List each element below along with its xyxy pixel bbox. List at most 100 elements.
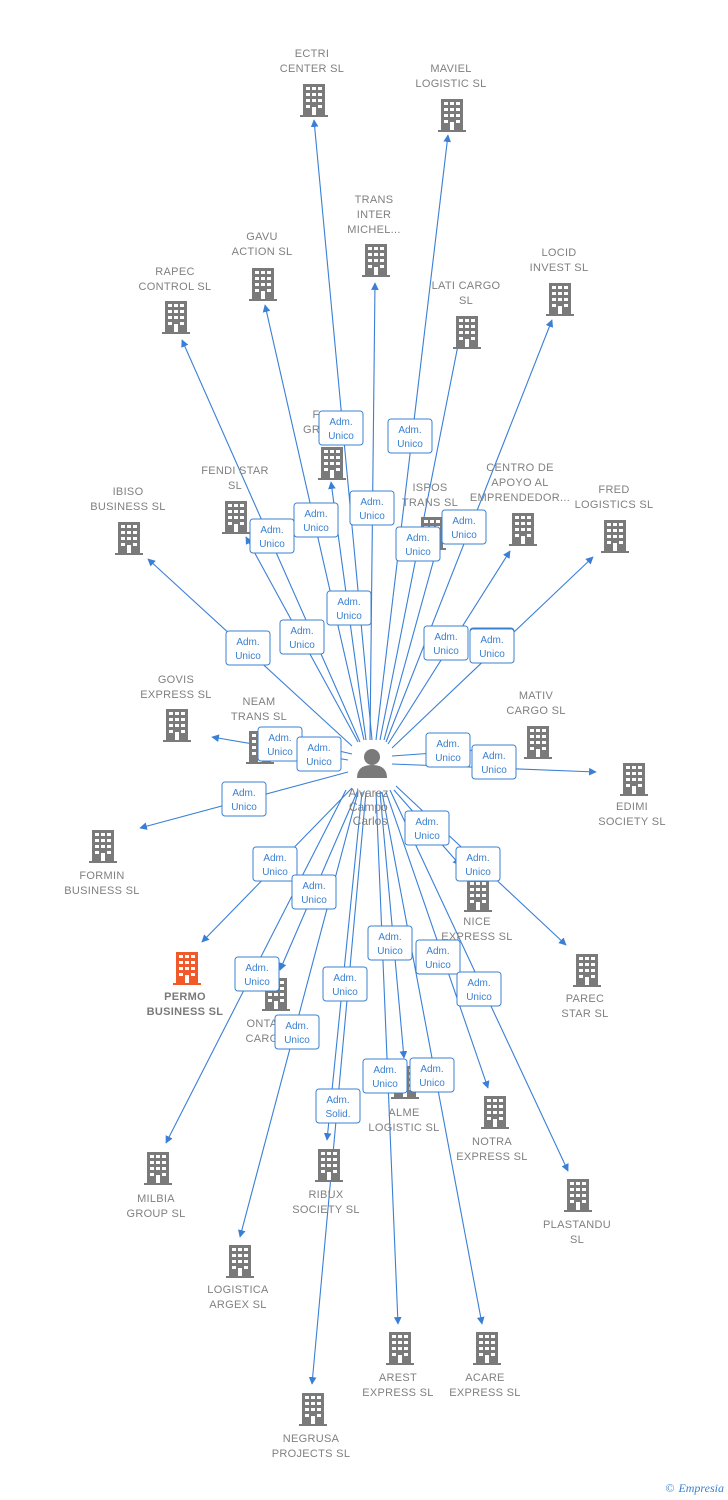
edge-label-arest[interactable]: Adm.Unico — [362, 1058, 408, 1094]
edge-label-formin[interactable]: Adm.Unico — [221, 781, 267, 817]
edge-label-box — [291, 874, 337, 910]
edge-label-neam[interactable]: Adm.Unico — [257, 726, 303, 762]
edge-label-parec[interactable]: Adm.Unico — [455, 846, 501, 882]
edge-label-centro[interactable]: Adm.Unico — [423, 625, 469, 661]
center-person-node[interactable]: Alvarez Campo Carlos — [348, 749, 391, 828]
building-icon — [115, 522, 143, 555]
edge-label-ispos[interactable]: Adm.Unico — [441, 509, 487, 545]
edge-label-ibiso[interactable]: Adm.Unico — [225, 630, 271, 666]
building-icon — [473, 1332, 501, 1365]
edge-label-text: Adm.Unico — [451, 516, 477, 541]
edge-label-onta[interactable]: Adm.Unico — [291, 874, 337, 910]
edge-label-box — [221, 781, 267, 817]
edge-label-govis[interactable]: Adm.Unico — [296, 736, 342, 772]
edge-label-fred[interactable]: Adm.Unico — [469, 628, 515, 664]
edge-label-trans[interactable]: Adm.Unico — [349, 490, 395, 526]
edge-label-fgro[interactable]: Adm.Unico — [326, 590, 372, 626]
edge-label-permo[interactable]: Adm.Unico — [252, 846, 298, 882]
edge-label-text: Adm.Unico — [244, 963, 270, 988]
edge-label-nice[interactable]: Adm.Unico — [404, 810, 450, 846]
edge-label-notra[interactable]: Adm.Unico — [415, 939, 461, 975]
edge-label-text: Adm.Unico — [284, 1021, 310, 1046]
edge-label-logistica[interactable]: Adm.Unico — [274, 1014, 320, 1050]
edge-label-maviel[interactable]: Adm.Unico — [387, 418, 433, 454]
edge-label-text: Adm.Unico — [303, 509, 329, 534]
edge-label-box — [455, 846, 501, 882]
building-icon — [386, 1332, 414, 1365]
edge-label-acare[interactable]: Adm.Unico — [409, 1057, 455, 1093]
edge-label-box — [423, 625, 469, 661]
edge-label-milbia[interactable]: Adm.Unico — [234, 956, 280, 992]
edge-label-text: Adm.Unico — [359, 497, 385, 522]
edge-labels-layer: Adm.UnicoAdm.UnicoAdm.UnicoAdm.UnicoAdm.… — [221, 410, 517, 1124]
edge-label-plastandu[interactable]: Adm.Unico — [456, 971, 502, 1007]
edge-label-edimi[interactable]: Adm.Unico — [471, 744, 517, 780]
edge-label-lati[interactable]: Adm.Unico — [395, 526, 441, 562]
building-icon — [89, 830, 117, 863]
edge-label-mativ[interactable]: Adm.Unico — [425, 732, 471, 768]
edge-label-negrusa[interactable]: Adm.Solid. — [315, 1088, 361, 1124]
building-icon — [362, 244, 390, 277]
edge-label-box — [274, 1014, 320, 1050]
edge-label-text: Adm.Unico — [419, 1064, 445, 1089]
edge-label-fendi[interactable]: Adm.Unico — [249, 518, 295, 554]
brand-name: Empresia — [678, 1481, 724, 1495]
building-icon — [315, 1149, 343, 1182]
edge-label-ectri[interactable]: Adm.Unico — [318, 410, 364, 446]
building-icon — [601, 520, 629, 553]
edge-label-text: Adm.Unico — [425, 946, 451, 971]
building-icon — [573, 954, 601, 987]
edge-label-text: Adm.Unico — [397, 425, 423, 450]
building-icon — [481, 1096, 509, 1129]
edge-label-alme[interactable]: Adm.Unico — [367, 925, 413, 961]
edge-label-text: Adm.Unico — [328, 417, 354, 442]
edge-label-rapec[interactable]: Adm.Unico — [279, 619, 325, 655]
building-icon — [144, 1152, 172, 1185]
edge-label-box — [456, 971, 502, 1007]
edge-label-gavu[interactable]: Adm.Unico — [293, 502, 339, 538]
edge-label-box — [387, 418, 433, 454]
edge-label-box — [249, 518, 295, 554]
edge-label-ribux[interactable]: Adm.Unico — [322, 966, 368, 1002]
